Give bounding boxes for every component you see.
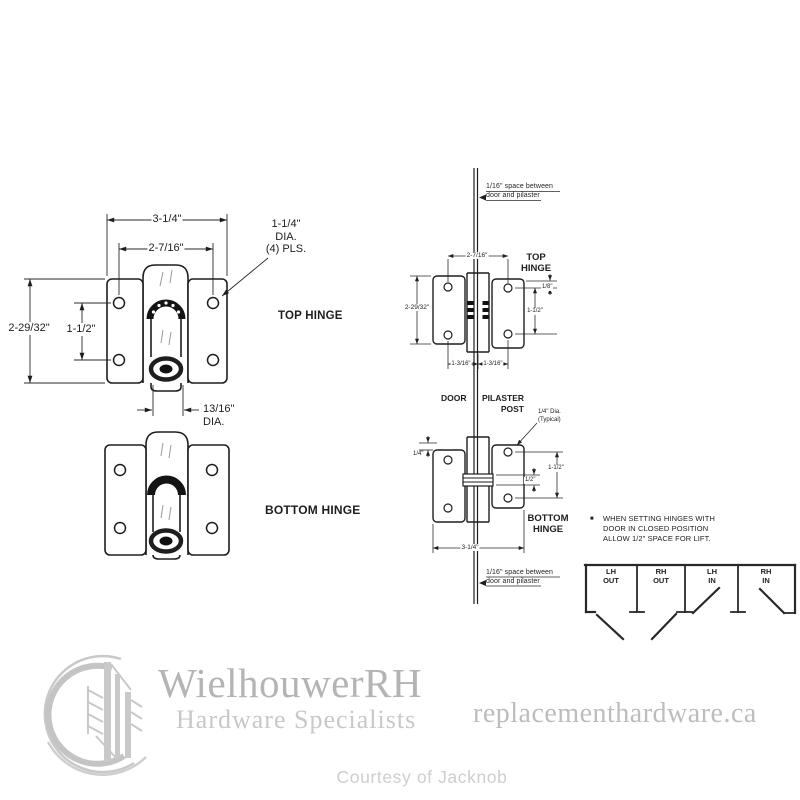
door-label: DOOR [441,393,467,403]
pin-dia-callout: 13/16" DIA. [203,403,235,428]
handing-cell-lh-in: LH IN [707,567,717,585]
note-bullet-icon: ■ [590,516,594,522]
pilaster-post-label: PILASTER POST [481,393,524,414]
assembly-dim-offset: 1/8" [541,284,554,291]
handing-cell-lh-out: LH OUT [603,567,619,585]
handing-cell-rh-out: RH OUT [653,567,669,585]
assembly-dim-height: 2-29/32" [403,304,431,312]
dim-overall-height: 2-29/32" [7,322,51,335]
bottom-hinge-label: BOTTOM HINGE [265,503,361,517]
assembly-dim-right-half: 1-3/16" [482,361,504,368]
handing-chart-lines [583,563,797,641]
assembly-dim-width: 3-1/4" [460,544,480,552]
handing-cell-rh-in: RH IN [760,567,772,585]
watermark-website: replacementhardware.ca [473,698,757,729]
assembly-pilaster-lines [473,168,479,604]
assembly-dim-hole-vertical-top: 1-1/2" [526,308,544,315]
assembly-bottom-hinge [432,436,525,523]
setting-note: WHEN SETTING HINGES WITH DOOR IN CLOSED … [603,514,715,543]
watermark-brand: WielhouwerRH [158,660,422,706]
assembly-dim-hole-vertical-bottom: 1-1/2" [547,465,565,472]
bottom-hinge-front-view [104,431,230,560]
assembly-top-hinge-label: TOP HINGE [520,252,552,274]
watermark-tagline: Hardware Specialists [176,705,417,734]
top-hinge-label: TOP HINGE [278,310,343,322]
assembly-dim-lift: 1/4" [413,451,424,457]
space-note-bottom: 1/16" space between door and pilaster [486,569,554,585]
assembly-top-hinge [432,272,525,353]
dim-hole-spacing: 2-7/16" [147,242,185,255]
top-hinge-front-view [106,264,228,392]
assembly-dim-cam: 1/2" [524,477,537,484]
dim-overall-width: 3-1/4" [151,213,183,226]
hole-dia-callout: 1-1/4" DIA. (4) PLS. [265,218,307,256]
hole-dia-typical-callout: 1/4" Dia. (Typical) [538,409,561,423]
dim-hole-vertical: 1-1/2" [65,323,97,336]
assembly-dim-hole-spacing: 2-7/16" [465,252,489,260]
assembly-bottom-hinge-label: BOTTOM HINGE [527,513,569,535]
watermark-logo [43,654,147,776]
space-note-top: 1/16" space between door and pilaster [486,183,554,199]
assembly-dim-left-half: 1-3/16" [450,361,472,368]
courtesy-credit: Courtesy of Jacknob [336,767,508,787]
